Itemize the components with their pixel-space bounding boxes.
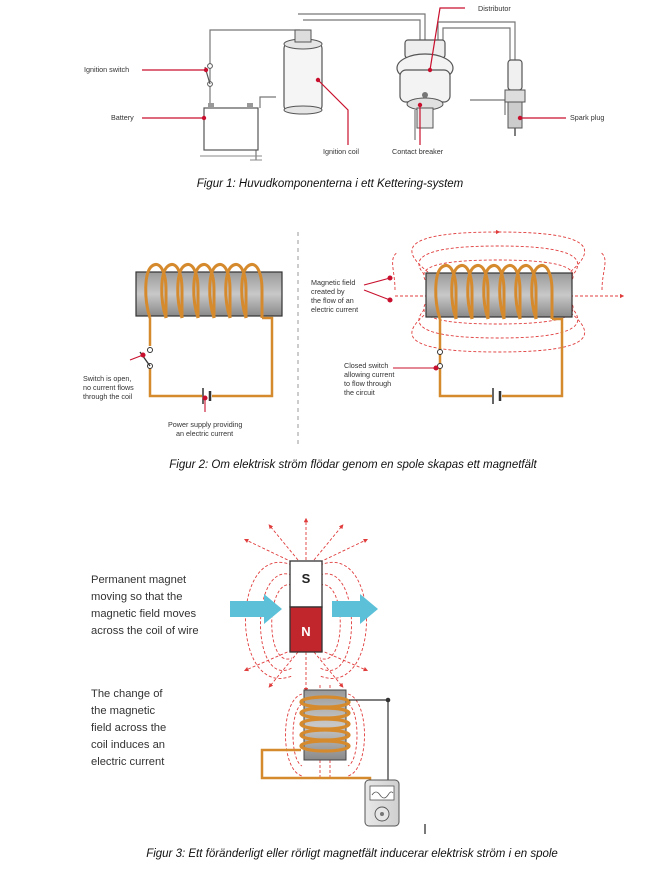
closed-switch-label: Closed switch allowing current to flow t… — [344, 361, 396, 397]
left-open-switch — [139, 347, 153, 369]
distributor-label: Distributor — [478, 4, 511, 13]
ignition-switch-label: Ignition switch — [84, 65, 129, 74]
magnet-description: Permanent magnet moving so that the magn… — [91, 574, 199, 637]
spark-plug-shape — [504, 59, 526, 136]
ignition-coil-shape — [283, 29, 323, 115]
fig1-leader-dots — [201, 67, 523, 121]
distributor-shape — [396, 39, 454, 129]
figure3-induction-diagram: S N — [91, 517, 558, 860]
right-battery-symbol — [492, 388, 502, 404]
fig2-left-circuit: Switch is open, no current flows through… — [83, 263, 283, 438]
left-wire — [148, 316, 274, 398]
motion-arrow-right — [332, 594, 378, 624]
figure1-kettering-diagram: Distributor Ignition switch Battery Igni… — [84, 4, 604, 190]
fig2-left-leaders — [129, 352, 208, 412]
fig2-right-leaders — [363, 275, 439, 371]
motion-arrow-left — [230, 594, 282, 624]
coil-lead-right — [349, 699, 389, 782]
spark-plug-label: Spark plug — [570, 113, 604, 122]
power-supply-label: Power supply providing an electric curre… — [168, 420, 244, 438]
left-battery-symbol — [202, 388, 212, 404]
galvanometer — [364, 779, 400, 827]
ignition-coil-label: Ignition coil — [323, 147, 359, 156]
figure1-caption: Figur 1: Huvudkomponenterna i ett Ketter… — [197, 178, 464, 190]
battery-shape — [200, 103, 262, 161]
induction-description: The change of the magnetic field across … — [91, 688, 169, 768]
magnet-field-lines — [243, 517, 369, 693]
pole-n-label: N — [301, 624, 310, 639]
figure2-solenoid-diagram: Switch is open, no current flows through… — [83, 229, 625, 471]
permanent-magnet: S N — [289, 560, 323, 653]
right-wire — [438, 317, 564, 398]
figure3-caption: Figur 3: Ett föränderligt eller rörligt … — [146, 848, 558, 860]
magnetic-field-label: Magnetic field created by the flow of an… — [311, 278, 358, 314]
battery-label: Battery — [111, 113, 134, 122]
pole-s-label: S — [302, 571, 311, 586]
fig1-wiring — [209, 13, 516, 160]
ignition-switch-symbol — [204, 63, 213, 87]
figure2-caption: Figur 2: Om elektrisk ström flödar genom… — [169, 459, 537, 471]
switch-open-label: Switch is open, no current flows through… — [83, 374, 136, 401]
fig2-right-circuit: Magnetic field created by the flow of an… — [311, 229, 625, 404]
contact-breaker-label: Contact breaker — [392, 147, 444, 156]
right-coil-windings — [434, 264, 554, 320]
fig1-leaders — [142, 7, 566, 145]
coil-windings — [299, 695, 351, 753]
left-coil-windings — [144, 263, 264, 319]
